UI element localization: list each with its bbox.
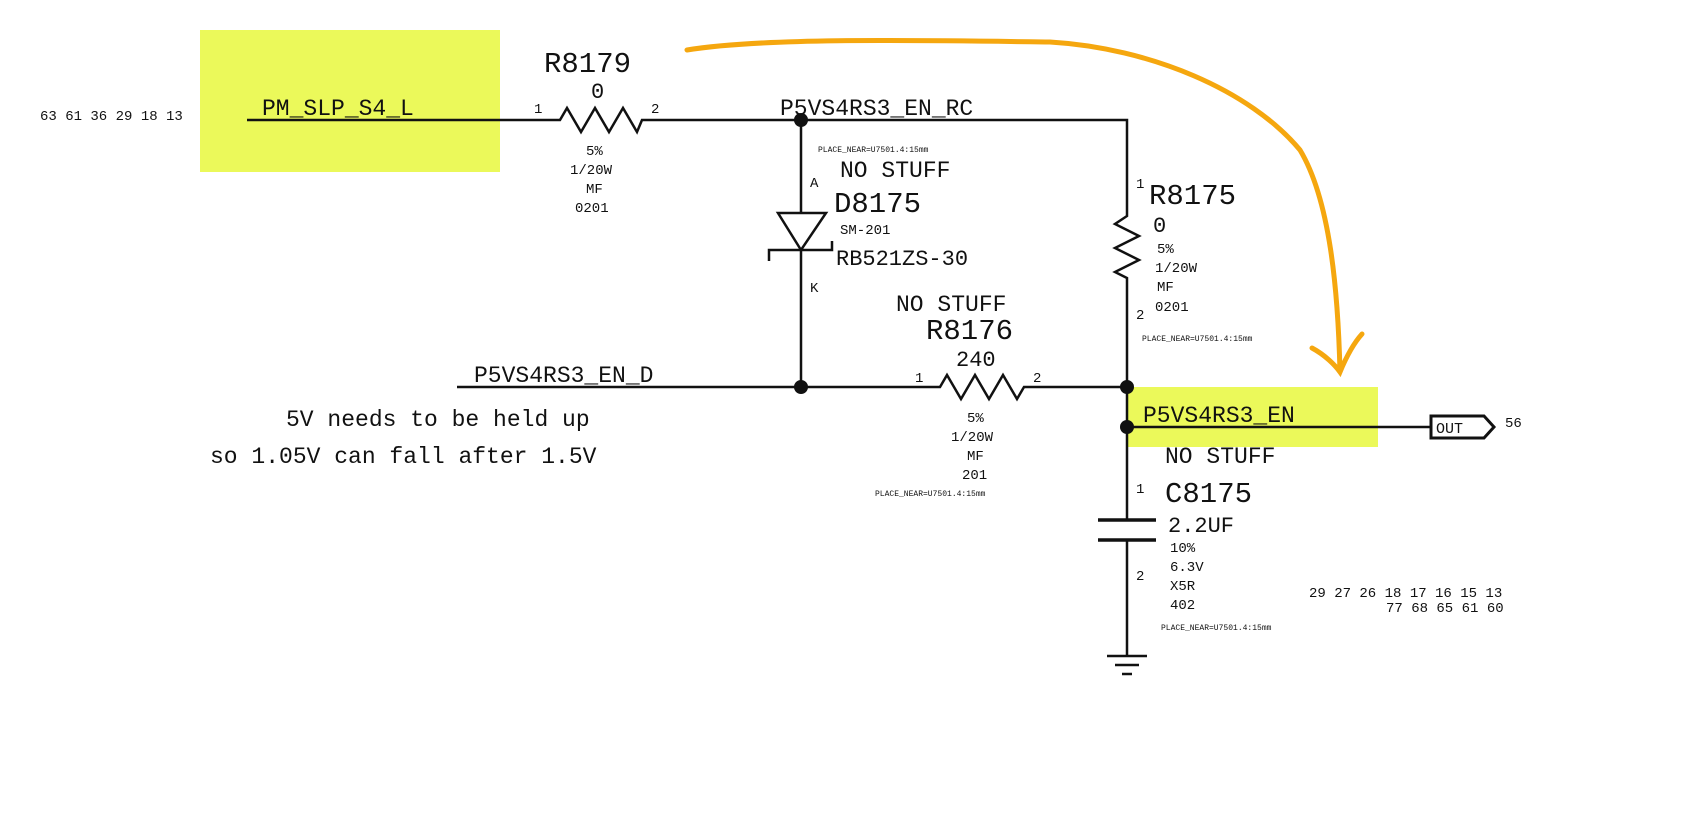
out-port-label: OUT [1436, 421, 1463, 438]
r8175-tol: 5% [1157, 242, 1174, 258]
r8179-pkg: 0201 [575, 201, 609, 217]
r8176-power: 1/20W [951, 430, 994, 446]
r8175-place: PLACE_NEAR=U7501.4:15mm [1142, 335, 1253, 344]
net-label-en: P5VS4RS3_EN [1143, 403, 1295, 429]
c8175-dielectric: X5R [1170, 579, 1196, 595]
r8176-pin2: 2 [1033, 371, 1041, 387]
junction-dot [794, 113, 808, 127]
r8175-pin1: 1 [1136, 177, 1144, 193]
d8175-ref: D8175 [834, 188, 921, 221]
d8175-pin-k: K [810, 281, 819, 297]
r8176-pkg: 201 [962, 468, 987, 484]
annotation-arrow [684, 37, 1365, 378]
c8175-nostuff: NO STUFF [1165, 444, 1275, 470]
d8175-pin-a: A [810, 176, 819, 192]
out-port-tag [1429, 414, 1497, 440]
net-refs-pm-slp: 63 61 36 29 18 13 [40, 109, 183, 125]
note-line-2: so 1.05V can fall after 1.5V [210, 444, 597, 470]
r8175-type: MF [1157, 280, 1174, 296]
c8175-tol: 10% [1170, 541, 1196, 557]
highlight-pm-slp [200, 30, 500, 172]
r8176-nostuff: NO STUFF [896, 292, 1006, 318]
d8175-part: RB521ZS-30 [836, 247, 968, 272]
r8179-type: MF [586, 182, 603, 198]
r8176-place: PLACE_NEAR=U7501.4:15mm [875, 490, 986, 499]
c8175-value: 2.2UF [1168, 514, 1234, 539]
r8175-ref: R8175 [1149, 180, 1236, 213]
c8175-pin2: 2 [1136, 569, 1144, 585]
c8175-pkg: 402 [1170, 598, 1195, 614]
net-refs-en-row1: 29 27 26 18 17 16 15 13 [1309, 586, 1502, 602]
r8179-pin1: 1 [534, 102, 542, 118]
c8175-place: PLACE_NEAR=U7501.4:15mm [1161, 624, 1272, 633]
out-ref: 56 [1505, 416, 1522, 432]
net-refs-en-row2: 77 68 65 61 60 [1386, 601, 1504, 617]
net-label-pm-slp-s4-l: PM_SLP_S4_L [262, 96, 414, 122]
d8175-nostuff: NO STUFF [840, 158, 950, 184]
wires [247, 105, 1430, 655]
r8179-pin2: 2 [651, 102, 659, 118]
junction-dot [1120, 380, 1134, 394]
schottky-diode-symbol [767, 211, 834, 261]
r8175-power: 1/20W [1155, 261, 1198, 277]
r8179-tol: 5% [586, 144, 603, 160]
junction-dot [794, 380, 808, 394]
r8175-pkg: 0201 [1155, 300, 1189, 316]
r8176-value: 240 [956, 348, 996, 373]
c8175-pin1: 1 [1136, 482, 1144, 498]
r8175-value: 0 [1153, 214, 1166, 239]
c8175-ref: C8175 [1165, 478, 1252, 511]
r8175-pin2: 2 [1136, 308, 1144, 324]
r8179-ref: R8179 [544, 48, 631, 81]
r8176-pin1: 1 [915, 371, 923, 387]
r8176-ref: R8176 [926, 315, 1013, 348]
d8175-place: PLACE_NEAR=U7501.4:15mm [818, 146, 929, 155]
junction-dot [1120, 420, 1134, 434]
c8175-voltage: 6.3V [1170, 560, 1204, 576]
r8176-tol: 5% [967, 411, 984, 427]
r8179-value: 0 [591, 80, 604, 105]
highlight-en [1127, 387, 1378, 447]
net-label-en-d: P5VS4RS3_EN_D [474, 363, 653, 389]
ground-icon [1107, 654, 1147, 676]
r8179-power: 1/20W [570, 163, 613, 179]
d8175-pkg: SM-201 [840, 223, 890, 239]
note-line-1: 5V needs to be held up [286, 407, 590, 433]
net-label-en-rc: P5VS4RS3_EN_RC [780, 96, 973, 122]
r8176-type: MF [967, 449, 984, 465]
